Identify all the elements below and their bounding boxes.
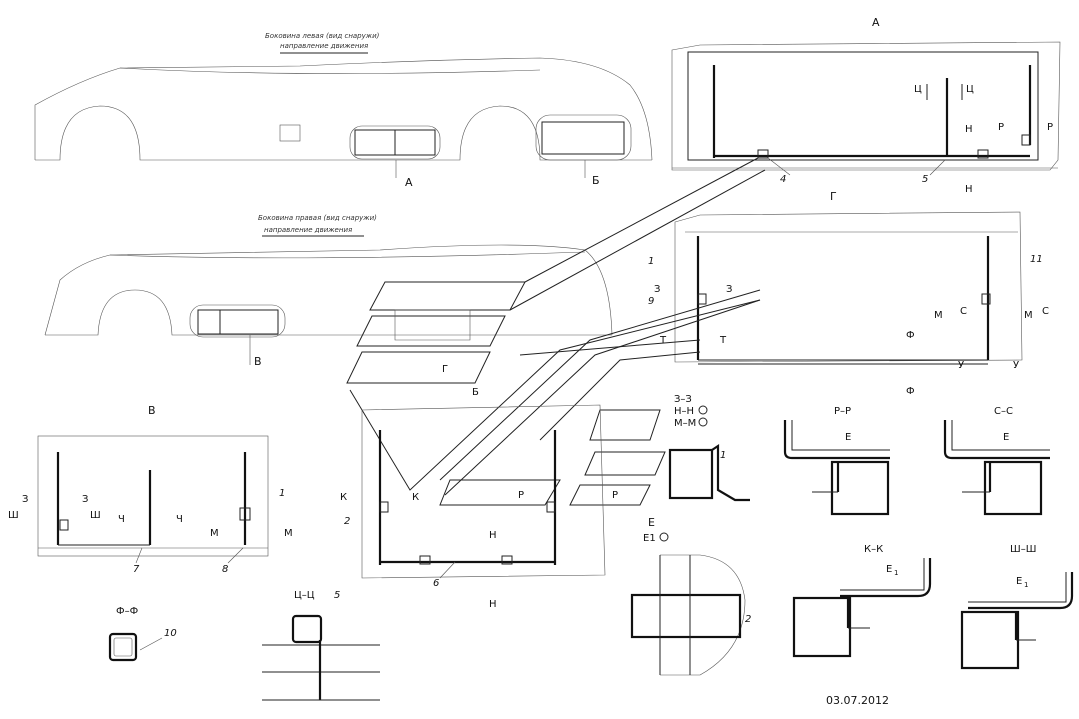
floor-n-top: Н — [489, 530, 497, 541]
section-kk-title: К–К — [864, 544, 883, 555]
view-g-z-right: З — [726, 284, 732, 295]
section-shsh-e1: Е — [1016, 576, 1022, 587]
right-side-caption: Боковина правая (вид снаружи) — [258, 214, 377, 222]
view-a-n-bottom: Н — [965, 184, 973, 195]
pos-1-g: 1 — [648, 256, 654, 267]
pos-4: 4 — [780, 174, 786, 185]
pos-1-z: 1 — [720, 450, 726, 461]
view-g-u-right: У — [1013, 360, 1019, 371]
pos-8: 8 — [222, 564, 228, 575]
section-ss-e: Е — [1003, 432, 1009, 443]
floor-r-left: Р — [518, 490, 524, 501]
view-g-s-left: С — [960, 306, 967, 317]
exploded-g-label: Г — [442, 364, 448, 375]
view-g-z-left: З — [654, 284, 660, 295]
view-v-marker: В — [254, 355, 262, 368]
section-zz-drawing — [668, 443, 750, 502]
view-a-drawing — [671, 41, 1061, 171]
floor-k-left: К — [340, 492, 347, 503]
view-a-r-left: Р — [998, 122, 1004, 133]
view-g-u-left: У — [958, 360, 964, 371]
section-kk-e1-sub: 1 — [894, 569, 898, 577]
view-a-title: А — [872, 16, 880, 29]
view-v-sh-left: Ш — [8, 510, 19, 521]
section-nn-title: Н–Н — [674, 406, 694, 417]
view-g-drawing — [674, 211, 1023, 365]
view-g-f-bottom: Ф — [906, 386, 915, 397]
floor-frame-drawing — [361, 404, 606, 579]
view-v-z-left: З — [22, 494, 28, 505]
section-zz-title: З–З — [674, 394, 692, 405]
pos-5-ts: 5 — [334, 590, 340, 601]
pos-6: 6 — [433, 578, 439, 589]
right-side-direction: направление движения — [264, 226, 352, 234]
view-a-marker: А — [405, 176, 413, 189]
pos-10: 10 — [164, 628, 177, 639]
view-v-sh-right: Ш — [90, 510, 101, 521]
view-v-ch-left: Ч — [118, 514, 125, 525]
section-rr-e: Е — [845, 432, 851, 443]
pos-2: 2 — [344, 516, 350, 527]
section-shsh-e1-sub: 1 — [1024, 581, 1028, 589]
pos-9: 9 — [648, 296, 654, 307]
exploded-b-label: Б — [472, 387, 479, 398]
section-ff-title: Ф–Ф — [116, 606, 139, 617]
view-g-t-left: Т — [659, 335, 667, 346]
left-side-direction: направление движения — [280, 42, 368, 50]
section-rr-drawing — [783, 420, 890, 516]
drawing-date: 03.07.2012 — [826, 694, 889, 707]
pos-5-a: 5 — [922, 174, 928, 185]
view-g-s-right: С — [1042, 306, 1049, 317]
exploded-view-lines — [346, 157, 766, 506]
section-e1-title: Е1 — [643, 533, 656, 544]
view-g-m-right: М — [1024, 310, 1033, 321]
section-kk-drawing — [792, 558, 932, 658]
section-ff-profile — [108, 632, 138, 662]
view-g-f-top: Ф — [906, 330, 915, 341]
section-shsh-drawing — [960, 572, 1074, 670]
section-tsts-title: Ц–Ц — [294, 590, 315, 601]
view-g-m-left: М — [934, 310, 943, 321]
section-kk-e1: Е — [886, 564, 892, 575]
floor-k-right: К — [412, 492, 419, 503]
section-ss-title: С–С — [994, 406, 1013, 417]
section-e-title: Е — [648, 516, 655, 529]
view-a-ts-left: Ц — [914, 84, 922, 95]
section-shsh-title: Ш–Ш — [1010, 544, 1036, 555]
pos-2-e: 2 — [745, 614, 751, 625]
floor-n-bottom: Н — [489, 599, 497, 610]
view-a-n-top: Н — [965, 124, 973, 135]
left-sidewall-outline — [34, 57, 653, 161]
right-sidewall-outline — [44, 244, 613, 338]
section-e-drawing — [630, 554, 746, 676]
pos-1-v: 1 — [279, 488, 285, 499]
section-mm-title: М–М — [674, 418, 696, 429]
view-v-m-left: М — [210, 528, 219, 539]
view-g-title: Г — [830, 190, 837, 203]
view-a-ts-right: Ц — [966, 84, 974, 95]
section-tsts-drawing — [262, 614, 380, 701]
left-side-caption: Боковина левая (вид снаружи) — [265, 32, 380, 40]
view-v-drawing — [37, 435, 269, 557]
view-v-z-right: З — [82, 494, 88, 505]
view-g-t-right: Т — [719, 335, 727, 346]
view-a-r-right: Р — [1047, 122, 1053, 133]
view-v-title: В — [148, 404, 156, 417]
pos-11: 11 — [1030, 254, 1043, 265]
floor-r-right: Р — [612, 490, 618, 501]
section-rr-title: Р–Р — [834, 406, 851, 417]
view-v-m-right: М — [284, 528, 293, 539]
view-b-marker: Б — [592, 174, 600, 187]
section-ss-drawing — [943, 420, 1050, 516]
pos-7: 7 — [133, 564, 140, 575]
view-v-ch-right: Ч — [176, 514, 183, 525]
